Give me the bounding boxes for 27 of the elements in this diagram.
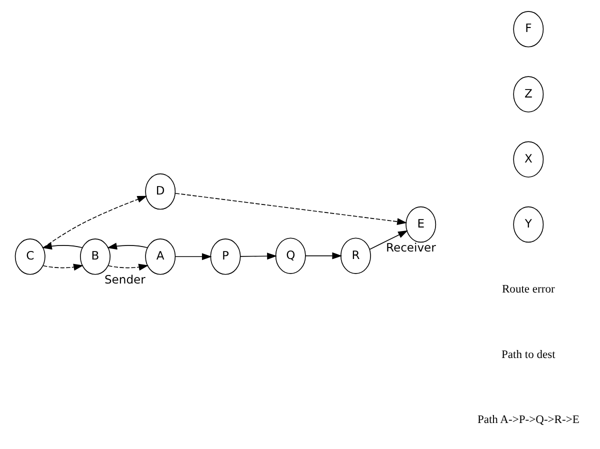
arrow <box>239 252 276 260</box>
node-ellipse: Q <box>274 238 306 274</box>
node-ellipse: D <box>144 173 176 210</box>
arrow <box>42 264 83 271</box>
arrow <box>106 242 148 250</box>
node-ellipse: E <box>405 206 436 243</box>
arrow <box>42 196 147 248</box>
node-ellipse: Y <box>512 206 544 243</box>
legend-label: Path to dest <box>501 348 555 361</box>
label: Path A->P->Q->R->E <box>476 414 579 426</box>
node-ellipse: X <box>512 141 544 178</box>
arrow <box>174 253 212 260</box>
node-ellipse: C <box>14 238 45 275</box>
arrow <box>174 192 407 226</box>
arrow <box>41 242 82 250</box>
node-ellipse: R <box>340 238 370 274</box>
arrow <box>368 230 408 250</box>
node-ellipse: Z <box>512 76 544 112</box>
node-ellipse: F <box>512 11 544 48</box>
node-label: Receiver <box>386 240 436 254</box>
legend-label: Route error <box>501 284 554 296</box>
node-ellipse: P <box>210 238 240 275</box>
arrow <box>304 252 342 260</box>
node-ellipse: B <box>80 238 110 275</box>
node-ellipse: A <box>144 238 176 275</box>
arrow <box>107 264 148 271</box>
node-label: Sender <box>104 272 145 287</box>
